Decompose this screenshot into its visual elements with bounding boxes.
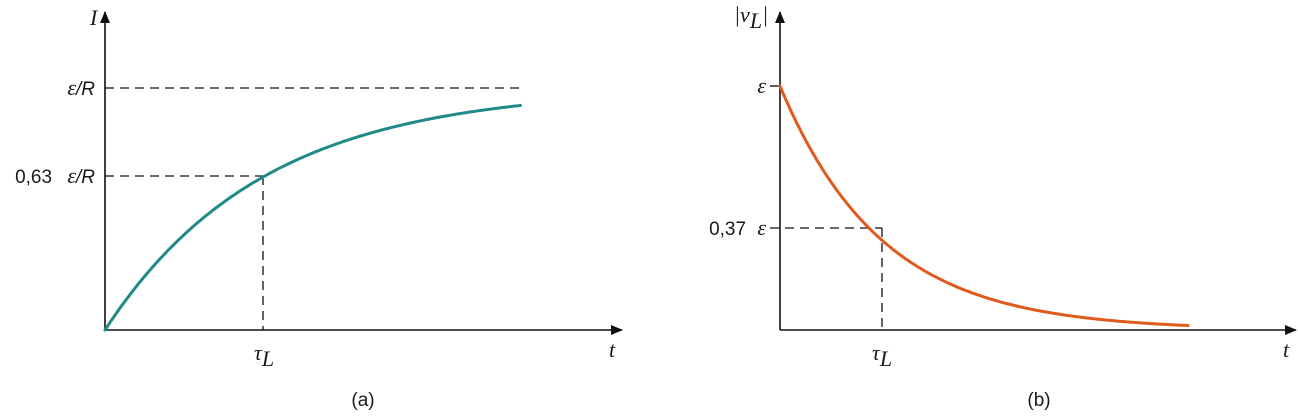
- panel-a-ytick-mid-prefix: 0,63: [15, 167, 52, 188]
- panel-a-ytick-top-suffix: /R: [74, 79, 95, 100]
- panel-a-xtick-tau-sub: L: [261, 346, 274, 371]
- panel-a-ytick-mid-symbol: ε: [67, 163, 76, 188]
- panel-b-xtick-tau-symbol: τ: [872, 340, 881, 365]
- panel-a-current-curve: [103, 103, 522, 332]
- panel-a-xlabel: t: [609, 337, 616, 362]
- panel-a-ylabel: I: [89, 5, 99, 30]
- panel-b: |vL| ε 0,37 ε τL t (b): [709, 2, 1297, 411]
- panel-a: I ε/R 0,63 ε/R τL t (a): [15, 5, 623, 411]
- panel-b-label: (b): [1027, 390, 1050, 411]
- panel-b-voltage-curve: [778, 84, 1190, 327]
- panel-b-ylabel-main: |v: [734, 2, 750, 27]
- panel-b-ylabel: |vL|: [734, 2, 768, 33]
- panel-a-ytick-mid-suffix: /R: [74, 167, 95, 188]
- panel-b-ytick-mid: 0,37 ε: [709, 215, 766, 240]
- panel-b-xtick-tau-sub: L: [879, 346, 892, 371]
- panel-a-xtick-tau-symbol: τ: [254, 340, 263, 365]
- panel-a-ytick-top: ε/R: [67, 75, 95, 100]
- panel-a-ytick-top-symbol: ε: [67, 75, 76, 100]
- panel-a-xtick-tau: τL: [254, 340, 274, 371]
- panel-b-ytick-mid-prefix: 0,37: [709, 219, 746, 240]
- panel-a-ytick-mid: 0,63 ε/R: [15, 163, 95, 188]
- panel-b-ylabel-sub: L: [749, 8, 762, 33]
- panel-b-ytick-mid-symbol: ε: [757, 215, 766, 240]
- panel-b-ylabel-end: |: [762, 2, 768, 27]
- panel-b-xlabel: t: [1283, 337, 1290, 362]
- panel-b-xtick-tau: τL: [872, 340, 892, 371]
- panel-a-label: (a): [351, 390, 374, 411]
- panel-b-ytick-top: ε: [757, 73, 766, 98]
- panel-b-ytick-top-symbol: ε: [757, 73, 766, 98]
